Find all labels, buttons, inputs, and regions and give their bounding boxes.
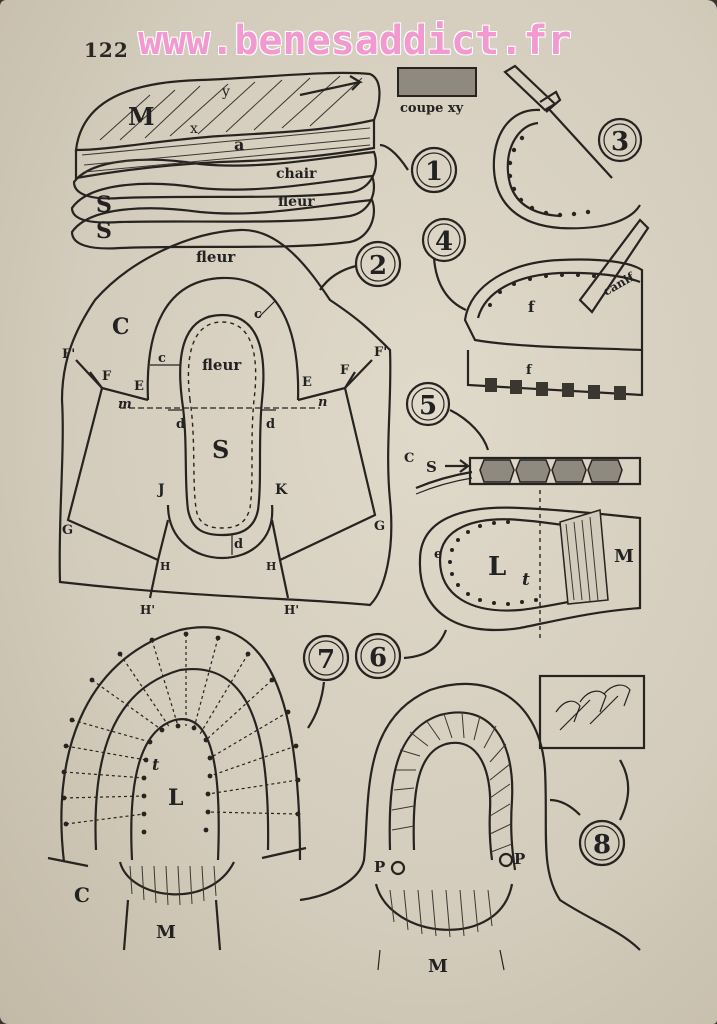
fig2-label-fleur-top: fleur: [196, 248, 236, 266]
fig2-label-j: J: [156, 482, 165, 498]
fig8-label-p-right: P: [514, 850, 525, 868]
fig2-label-f-prime-left: F': [62, 347, 75, 362]
figure-4-welt-trimming: f canif f 4: [421, 217, 650, 400]
fig2-label-c: C: [112, 314, 130, 340]
fig1-section-label: coupe xy: [400, 101, 464, 116]
fig6-label-m: M: [614, 546, 634, 567]
fig2-label-h-prime-left: H': [140, 603, 155, 617]
fig7-number: 7: [317, 645, 335, 675]
fig2-label-h-prime-right: H': [284, 603, 299, 617]
fig1-number: 1: [425, 157, 443, 187]
fig8-label-p-left: P: [374, 858, 385, 876]
fig1-label-fleur: fleur: [278, 194, 315, 210]
watermark-url: www.benesaddict.fr: [138, 18, 572, 64]
fig2-label-g-left: G: [62, 523, 73, 538]
figure-6-last-on-sole: e L t M 6: [354, 490, 642, 680]
fig8-label-m: M: [428, 956, 448, 977]
fig2-label-c-small-left: c: [158, 351, 166, 366]
fig2-label-e-left: E: [134, 379, 144, 394]
fig7-label-t: t: [152, 755, 160, 774]
figure-5-welt-section: C S 5: [404, 381, 642, 495]
fig2-label-d-left: d: [176, 417, 185, 432]
fig1-label-a: a: [234, 135, 244, 154]
fig2-number: 2: [369, 251, 387, 281]
fig2-label-d-right: d: [266, 417, 275, 432]
fig4-number: 4: [435, 227, 453, 257]
page-number: 122: [84, 38, 129, 62]
figure-8-finished-lasting: P P M 8: [299, 674, 646, 977]
fig6-label-l: L: [488, 552, 506, 582]
fig5-number: 5: [419, 391, 437, 421]
fig2-label-f-prime-right: F': [374, 345, 387, 360]
fig2-label-e-right: E: [302, 375, 312, 390]
fig4-label-f1: f: [526, 363, 533, 378]
fig5-label-c: C: [404, 451, 414, 466]
fig7-label-m: M: [156, 922, 176, 943]
figure-1-sole-layers: coupe xy M y x a chair fleur S S 1: [70, 67, 477, 250]
fig6-label-e: e: [434, 547, 442, 562]
fig1-label-s-top: S: [96, 192, 112, 218]
fig2-label-f-left: F: [102, 369, 112, 384]
fig2-label-k: K: [275, 482, 288, 498]
fig2-label-c-small-right: c: [254, 307, 262, 322]
fig2-label-h-left: H: [160, 560, 170, 573]
fig1-label-s-bottom: S: [96, 218, 112, 244]
figure-2-pattern-layout: fleur C c c fleur S F' F' F F E E m n d …: [58, 228, 402, 617]
fig7-label-l: L: [168, 785, 183, 811]
fig5-label-s: S: [426, 458, 437, 476]
fig6-label-t: t: [522, 570, 530, 590]
figure-7-lasting-points: t L C M 7: [47, 626, 350, 951]
fig2-label-d-bottom: d: [234, 537, 243, 552]
figure-3-awl-piercing: 3: [492, 64, 643, 230]
fig2-label-fleur-inner: fleur: [202, 356, 242, 374]
fig2-label-h-right: H: [266, 560, 276, 573]
fig2-label-n: n: [318, 395, 327, 410]
fig8-number: 8: [593, 830, 611, 860]
fig6-number: 6: [369, 643, 387, 673]
fig1-label-y: y: [221, 84, 230, 100]
fig1-label-x: x: [190, 121, 198, 137]
fig2-label-s: S: [212, 435, 229, 464]
fig4-label-f: f: [528, 298, 536, 316]
fig7-label-c: C: [74, 883, 90, 907]
fig2-label-f-right: F: [340, 363, 350, 378]
fig3-number: 3: [611, 127, 629, 157]
fig1-label-chair: chair: [276, 166, 317, 182]
fig2-label-m: m: [118, 397, 132, 412]
fig2-label-g-right: G: [374, 519, 385, 534]
fig1-label-m: M: [128, 102, 155, 131]
